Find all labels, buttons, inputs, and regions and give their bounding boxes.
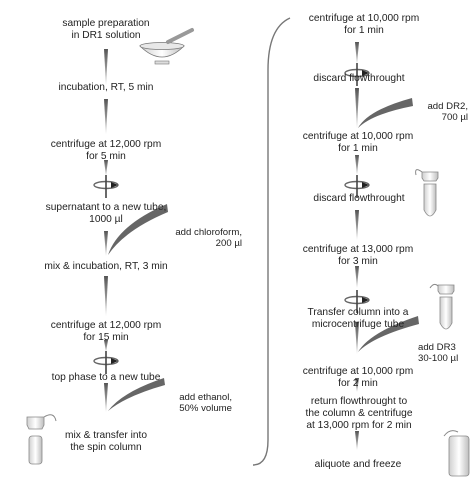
rotor-icon-5 bbox=[344, 290, 370, 313]
rotor-icon-2 bbox=[93, 351, 119, 374]
flow-arrows-left bbox=[104, 49, 108, 412]
rotor-icon-4 bbox=[344, 175, 370, 198]
note-add-dr3: add DR3 30-100 µl bbox=[418, 342, 459, 364]
rotor-icon-1 bbox=[93, 175, 119, 198]
column-in-tube-icon-1 bbox=[415, 169, 439, 217]
note-add-ethanol: add ethanol, 50% volume bbox=[179, 392, 232, 414]
step-centrifuge-10000-1a: centrifuge at 10,000 rpm for 1 min bbox=[308, 13, 420, 36]
pipette-chloroform-icon bbox=[108, 204, 168, 255]
step-mix-incubation: mix & incubation, RT, 3 min bbox=[44, 261, 168, 272]
step-supernatant: supernatant to a new tube, 1000 µl bbox=[45, 202, 167, 225]
rotor-icon-3 bbox=[344, 63, 370, 86]
note-add-chloroform: add chloroform, 200 µl bbox=[175, 227, 242, 249]
step-top-phase: top phase to a new tube bbox=[51, 372, 161, 383]
column-in-tube-icon-2 bbox=[429, 283, 455, 330]
column-connector bbox=[252, 17, 291, 466]
note-add-dr2: add DR2, 700 µl bbox=[427, 101, 468, 123]
step-centrifuge-13000-3: centrifuge at 13,000 rpm for 3 min bbox=[302, 244, 414, 267]
pipette-dr2-icon bbox=[358, 98, 413, 128]
mortar-pestle-icon bbox=[139, 28, 194, 65]
step-aliquote-freeze: aliquote and freeze bbox=[314, 459, 402, 470]
step-sample-preparation: sample preparation in DR1 solution bbox=[62, 18, 150, 41]
step-transfer-column: Transfer column into a microcentrifuge t… bbox=[307, 307, 409, 330]
step-mix-transfer: mix & transfer into the spin column bbox=[64, 430, 148, 453]
step-discard-flowthrough-1: discard flowthrought bbox=[313, 73, 405, 84]
flow-arrows-right bbox=[355, 42, 359, 450]
step-centrifuge-12000-5: centrifuge at 12,000 rpm for 5 min bbox=[50, 139, 162, 162]
step-incubation: incubation, RT, 5 min bbox=[58, 82, 154, 93]
step-return-flowthrough: return flowthrought to the column & cent… bbox=[305, 396, 413, 431]
step-discard-flowthrough-2: discard flowthrought bbox=[313, 193, 405, 204]
pipette-dr3-icon bbox=[358, 316, 419, 352]
step-centrifuge-10000-2: centrifuge at 10,000 rpm for 2 min bbox=[302, 366, 414, 389]
spin-column-tube-icon bbox=[26, 414, 57, 465]
storage-tube-icon bbox=[443, 430, 470, 477]
pipette-ethanol-icon bbox=[108, 378, 165, 411]
step-centrifuge-10000-1b: centrifuge at 10,000 rpm for 1 min bbox=[302, 131, 414, 154]
step-centrifuge-12000-15: centrifuge at 12,000 rpm for 15 min bbox=[50, 320, 162, 343]
